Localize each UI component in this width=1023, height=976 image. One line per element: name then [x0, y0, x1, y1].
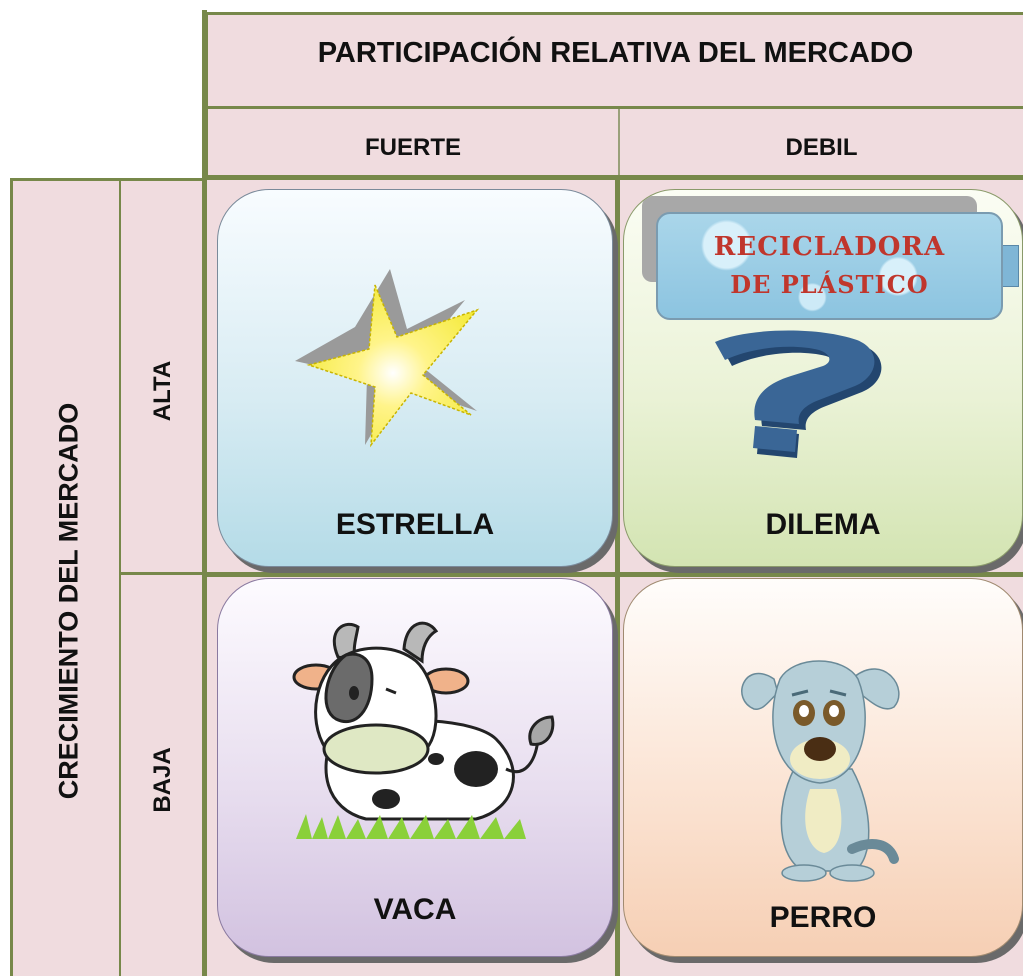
quadrant-estrella: ESTRELLA — [217, 189, 613, 567]
banner-line-2: DE PLÁSTICO — [730, 270, 929, 299]
quadrant-label-dilema: DILEMA — [765, 508, 881, 541]
grid-line — [202, 175, 1023, 180]
cow-icon — [292, 621, 555, 839]
row-label-baja: BAJA — [149, 747, 176, 813]
quadrant-label-vaca: VACA — [373, 893, 457, 926]
column-header-fuerte: FUERTE — [205, 109, 620, 180]
banner-line-1: RECICLADORA — [713, 232, 946, 262]
row-header-baja: BAJA — [121, 575, 205, 976]
quadrant-label-estrella: ESTRELLA — [335, 508, 495, 541]
quadrant-label-perro: PERRO — [769, 901, 877, 934]
header-title-cell: PARTICIPACIÓN RELATIVA DEL MERCADO — [205, 12, 1023, 109]
dog-icon — [741, 660, 900, 882]
recycling-banner: RECICLADORA DE PLÁSTICO — [656, 212, 1003, 320]
quadrant-dilema: RECICLADORA DE PLÁSTICO DILEMA — [623, 189, 1023, 567]
quadrant-perro: PERRO — [623, 578, 1023, 957]
quadrant-vaca: VACA — [217, 578, 613, 957]
grid-line — [615, 175, 620, 976]
side-title-cell: CRECIMIENTO DEL MERCADO — [10, 178, 121, 976]
column-label-debil: DEBIL — [785, 134, 858, 161]
header-title: PARTICIPACIÓN RELATIVA DEL MERCADO — [317, 37, 914, 69]
column-label-fuerte: FUERTE — [365, 134, 461, 161]
grid-line — [202, 572, 1023, 577]
question-mark-icon — [715, 330, 882, 458]
column-header-debil: DEBIL — [620, 109, 1023, 180]
row-header-alta: ALTA — [121, 178, 205, 575]
row-label-alta: ALTA — [149, 360, 176, 422]
grid-line — [202, 10, 207, 976]
side-title: CRECIMIENTO DEL MERCADO — [53, 402, 84, 800]
star-icon — [295, 269, 480, 448]
